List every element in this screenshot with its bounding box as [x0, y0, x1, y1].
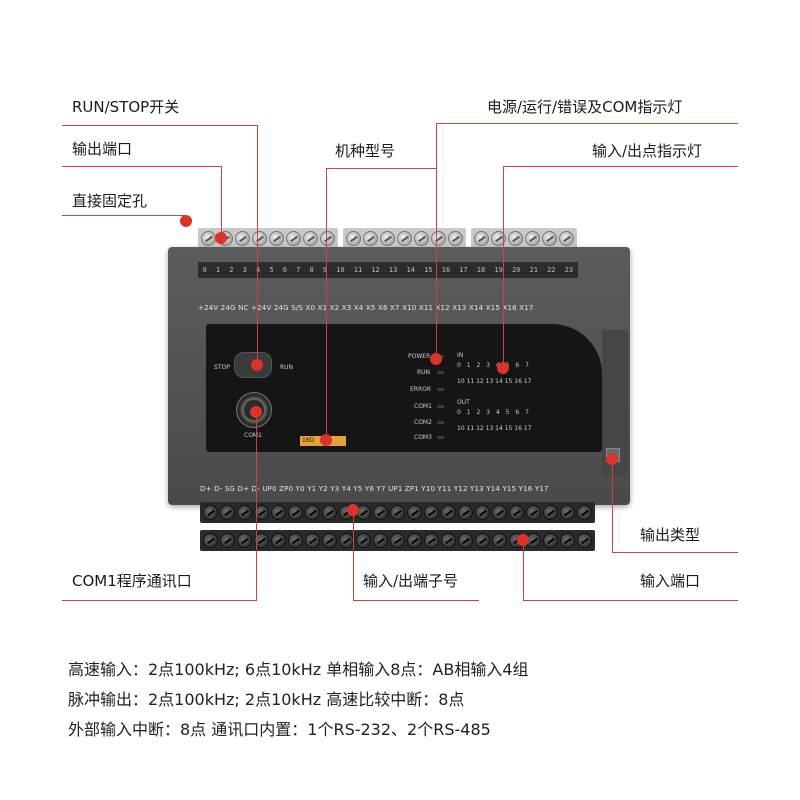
- marker-output-type: [606, 453, 618, 465]
- com1-port-label: COM1: [244, 432, 262, 439]
- marker-mount-hole: [180, 215, 192, 227]
- in-row-a: 0 1 2 3 4 5 6 7: [457, 362, 531, 369]
- terminal-number: 10: [336, 266, 345, 274]
- spec-line-1: 高速输入：2点100kHz; 6点10kHz 单相输入8点：AB相输入4组: [68, 660, 529, 679]
- in-label: IN: [457, 352, 464, 359]
- top-terminal-labels: +24V 24G NC +24V 24G S/S X0 X1 X2 X3 X4 …: [198, 304, 534, 312]
- terminal-number: 16: [441, 266, 451, 274]
- terminal-number: 7: [296, 266, 301, 274]
- terminal-number: 6: [282, 266, 287, 274]
- terminal-number: 12: [371, 266, 380, 274]
- spec-line-3: 外部输入中断：8点 通讯口内置：1个RS-232、2个RS-485: [68, 720, 491, 739]
- terminal-number: 11: [353, 266, 363, 274]
- label-input-terminal: 输入端口: [640, 572, 701, 590]
- terminal-number: 3: [242, 266, 247, 274]
- status-com2: COM2: [414, 419, 432, 426]
- terminal-number: 19: [494, 266, 503, 274]
- marker-input-terminal: [517, 534, 529, 546]
- terminal-number: 21: [529, 266, 538, 274]
- marker-io-terminal-numbers: [347, 504, 359, 516]
- top-terminal-block-3: [471, 228, 577, 249]
- terminal-number: 17: [459, 266, 468, 274]
- marker-status-leds: [430, 353, 442, 365]
- marker-io-leds: [497, 362, 509, 374]
- marker-run-stop: [251, 359, 263, 371]
- terminal-number: 1: [215, 266, 221, 274]
- front-panel: [206, 324, 602, 452]
- bottom-terminal-labels: D+ D- SG D+ D- UP0 ZP0 Y0 Y1 Y2 Y3 Y4 Y5…: [200, 485, 549, 493]
- status-com1: COM1: [414, 403, 432, 410]
- out-label: OUT: [457, 399, 470, 406]
- in-row-b: 10 11 12 13 14 15 16 17: [457, 378, 532, 385]
- marker-model: [320, 434, 332, 446]
- label-run-stop-switch: RUN/STOP开关: [72, 98, 180, 116]
- label-io-leds: 输入/出点指示灯: [592, 142, 703, 160]
- bottom-terminal-block-lower: [200, 530, 595, 551]
- bottom-terminal-block-upper: [200, 502, 595, 523]
- label-com1-port: COM1程序通讯口: [72, 572, 192, 590]
- label-model-number: 机种型号: [335, 142, 396, 160]
- label-output-type: 输出类型: [640, 526, 701, 544]
- label-status-leds: 电源/运行/错误及COM指示灯: [487, 98, 683, 116]
- status-com3: COM3: [414, 434, 432, 441]
- out-row-b: 10 11 12 13 14 15 16 17: [457, 425, 532, 432]
- terminal-number: 15: [424, 266, 433, 274]
- marker-output-terminal: [215, 232, 227, 244]
- terminal-number: 13: [388, 266, 398, 274]
- terminal-number: 23: [564, 266, 574, 274]
- terminal-number: 8: [309, 266, 314, 274]
- out-row-a: 0 1 2 3 4 5 6 7: [457, 409, 531, 416]
- label-output-terminal: 输出端口: [72, 140, 133, 158]
- terminal-number: 0: [202, 266, 207, 274]
- terminal-number: 9: [322, 266, 328, 274]
- status-error: ERROR: [410, 386, 432, 393]
- stop-label: STOP: [214, 364, 230, 371]
- label-mount-hole: 直接固定孔: [72, 192, 148, 210]
- status-power: POWER: [408, 353, 431, 360]
- label-io-terminal-numbers: 输入/出端子号: [363, 572, 459, 590]
- terminal-number: 4: [256, 266, 261, 274]
- terminal-number: 5: [269, 266, 274, 274]
- run-label: RUN: [280, 364, 294, 371]
- top-terminal-block-2: [343, 228, 466, 249]
- marker-com1: [250, 406, 262, 418]
- status-run: RUN: [417, 369, 431, 376]
- terminal-number: 14: [406, 266, 415, 274]
- terminal-number: 2: [229, 266, 234, 274]
- terminal-number: 22: [547, 266, 556, 274]
- terminal-number: 20: [511, 266, 521, 274]
- spec-line-2: 脉冲输出：2点100kHz; 2点10kHz 高速比较中断：8点: [68, 690, 465, 709]
- terminal-number: 18: [476, 266, 486, 274]
